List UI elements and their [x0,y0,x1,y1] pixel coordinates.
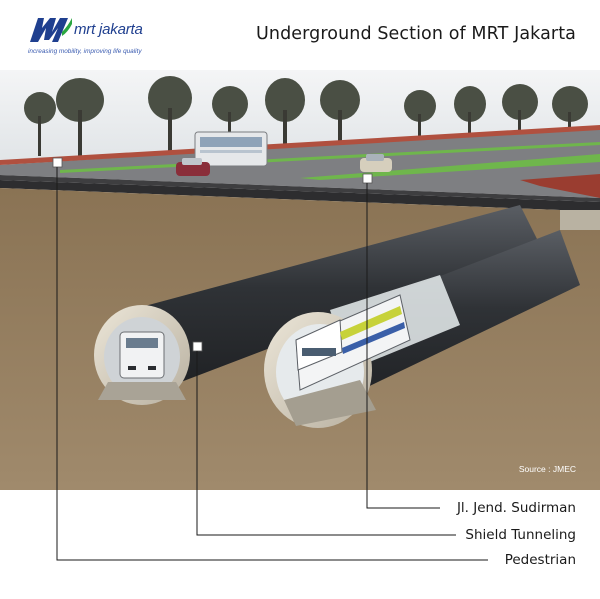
red-lane-far [0,125,600,165]
shield-tunneling-marker [192,341,203,352]
source-credit: Source : JMEC [518,464,576,474]
red-lane-near [520,174,600,198]
page-title: Underground Section of MRT Jakarta [255,24,576,44]
logo-tagline: increasing mobility, improving life qual… [28,48,142,55]
mrt-logo-icon [30,18,72,42]
tree-row [24,76,588,160]
logo-name: mrt jakarta [74,21,143,38]
pedestrian-marker [52,157,63,168]
mrt-jakarta-logo: mrt jakarta increasing mobility, improvi… [28,14,168,58]
callout-sudirman: Jl. Jend. Sudirman [456,500,576,516]
header: mrt jakarta increasing mobility, improvi… [0,0,600,70]
underground-illustration [0,70,600,490]
slab-side [560,210,600,230]
road-marker [362,173,373,184]
callout-pedestrian: Pedestrian [504,552,576,568]
bus [194,131,268,167]
callout-shield-tunneling: Shield Tunneling [465,527,576,543]
scene-svg [0,70,600,490]
